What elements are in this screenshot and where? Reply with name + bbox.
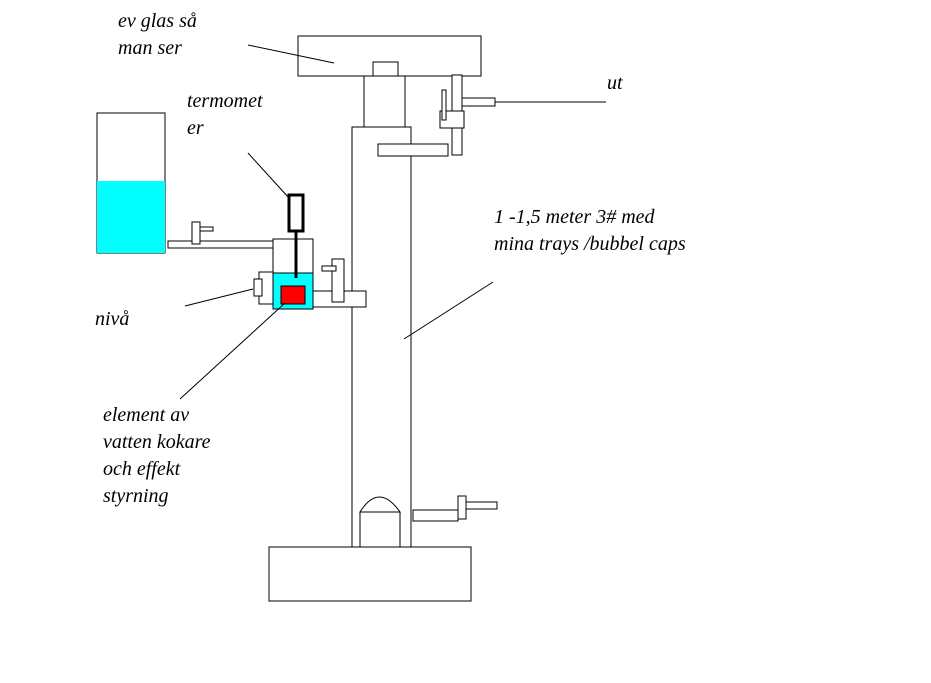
label-column-line2: mina trays /bubbel caps	[494, 233, 686, 255]
pointer-column	[403, 281, 494, 340]
outlet-valve-stem	[441, 89, 447, 121]
base-box	[268, 546, 472, 602]
bottom-valve-handle	[465, 501, 498, 510]
label-thermometer-line1: termomet	[187, 90, 263, 112]
label-thermometer-line2: er	[187, 117, 204, 139]
bubble-cap-body	[359, 511, 401, 553]
label-outlet-text: ut	[607, 72, 623, 94]
glass-nipple	[372, 61, 399, 77]
reservoir-water	[97, 181, 165, 253]
label-element-line4: styrning	[103, 485, 169, 507]
thermometer-bulb	[287, 193, 305, 233]
label-element: element av vatten kokare och effekt styr…	[103, 402, 211, 510]
label-element-line2: vatten kokare	[103, 431, 211, 453]
column-collar	[377, 143, 449, 157]
bottom-valve	[457, 495, 467, 520]
pointer-glass	[247, 44, 335, 64]
column-body	[351, 126, 412, 554]
label-thermometer: termomet er	[187, 88, 263, 142]
label-element-line3: och effekt	[103, 458, 181, 480]
feed-valve	[191, 221, 201, 245]
feed-valve-handle	[199, 226, 214, 232]
label-level: nivå	[95, 306, 129, 333]
label-sight-glass: ev glas så man ser	[118, 8, 197, 62]
level-gauge-tube	[253, 278, 263, 297]
label-sight-glass-line2: man ser	[118, 37, 182, 59]
bottom-side-pipe	[412, 509, 459, 522]
boiler-valve	[331, 258, 345, 303]
label-column: 1 -1,5 meter 3# med mina trays /bubbel c…	[494, 204, 686, 258]
pointer-level	[184, 288, 254, 307]
label-element-line1: element av	[103, 404, 190, 426]
label-outlet: ut	[607, 70, 623, 97]
pointer-element	[179, 302, 286, 400]
label-column-line1: 1 -1,5 meter 3# med	[494, 206, 655, 228]
outlet-pipe	[461, 97, 496, 107]
boiler-valve-handle	[321, 265, 337, 272]
pointer-thermometer	[247, 152, 290, 199]
label-level-text: nivå	[95, 308, 130, 330]
column-head	[363, 75, 406, 128]
feed-pipe	[167, 240, 276, 249]
label-sight-glass-line1: ev glas så	[118, 10, 197, 32]
heating-element	[280, 285, 306, 305]
